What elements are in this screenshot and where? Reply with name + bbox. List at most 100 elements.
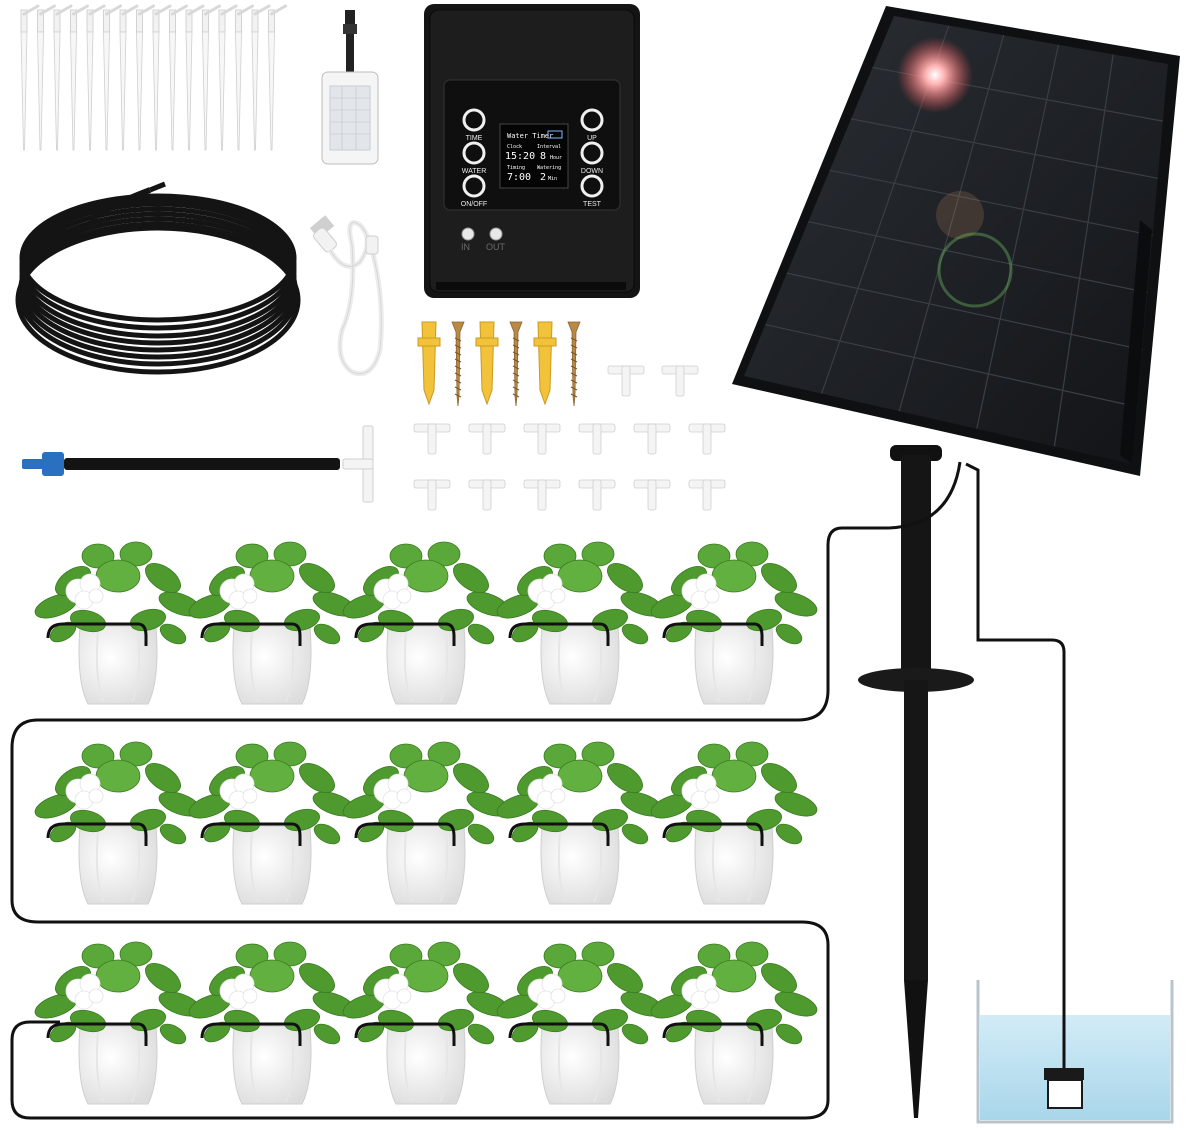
potted-plant bbox=[184, 540, 360, 706]
drip-stake bbox=[118, 4, 139, 152]
screw-thread bbox=[454, 365, 462, 370]
drip-stake bbox=[69, 4, 89, 152]
screw bbox=[451, 321, 465, 407]
drip-stake bbox=[102, 4, 122, 152]
wall-anchor bbox=[537, 321, 553, 406]
usb-cable-icon bbox=[309, 215, 384, 377]
plant-grid bbox=[30, 540, 822, 1106]
potted-plant bbox=[646, 940, 822, 1106]
screw-thread bbox=[570, 393, 578, 398]
potted-plant bbox=[338, 940, 514, 1106]
screw-thread bbox=[454, 372, 462, 377]
wall-anchors-and-screws bbox=[417, 321, 581, 407]
potted-plant bbox=[492, 940, 668, 1106]
port-out bbox=[489, 227, 503, 241]
controller-button-label: DOWN bbox=[581, 168, 603, 175]
solar-cell-divider bbox=[976, 44, 1059, 429]
controller-button-label: TEST bbox=[583, 201, 602, 208]
drip-stake bbox=[135, 4, 155, 152]
controller-button bbox=[462, 141, 486, 165]
drip-stake bbox=[151, 4, 172, 152]
controller-button bbox=[462, 174, 486, 198]
solar-cell-divider bbox=[786, 272, 1143, 351]
drip-stake bbox=[184, 4, 205, 152]
lcd-clock-label: Clock bbox=[507, 144, 522, 150]
drip-stake bbox=[267, 4, 287, 152]
screw-thread bbox=[512, 344, 520, 349]
lcd-interval-label: Interval bbox=[537, 144, 561, 150]
port-out-label: OUT bbox=[486, 242, 506, 252]
tee-connector bbox=[468, 479, 506, 511]
screw-thread bbox=[570, 379, 578, 384]
controller-button-label: ON/OFF bbox=[461, 201, 487, 208]
lcd-watering-unit: Min bbox=[548, 176, 557, 182]
screw-thread bbox=[512, 337, 520, 342]
screw-thread bbox=[454, 379, 462, 384]
screw-thread bbox=[512, 351, 520, 356]
wall-anchor-wing bbox=[475, 337, 499, 347]
tee-connector bbox=[523, 479, 561, 511]
screw-thread bbox=[512, 358, 520, 363]
screw-thread bbox=[512, 372, 520, 377]
screw-thread bbox=[570, 337, 578, 342]
controller-button bbox=[462, 108, 486, 132]
drip-stake bbox=[217, 4, 238, 152]
drip-stake bbox=[19, 4, 40, 152]
screw-thread bbox=[454, 337, 462, 342]
potted-plant bbox=[492, 740, 668, 906]
water-tank-icon bbox=[976, 980, 1174, 1124]
solar-cell-divider bbox=[829, 169, 1153, 237]
drip-stake bbox=[36, 4, 56, 152]
screw-thread bbox=[454, 344, 462, 349]
screw-thread bbox=[570, 372, 578, 377]
tee-connector bbox=[468, 423, 506, 455]
ground-stake bbox=[858, 445, 974, 1118]
tee-connector bbox=[688, 423, 726, 455]
filter-icon bbox=[321, 10, 379, 165]
port-in bbox=[461, 227, 475, 241]
lcd-timing-label: Timing bbox=[507, 165, 525, 171]
drip-stake bbox=[52, 4, 73, 152]
screw-thread bbox=[512, 379, 520, 384]
screw-thread bbox=[454, 393, 462, 398]
wall-anchor-wing bbox=[417, 337, 441, 347]
lcd-timing-value: 7:00 bbox=[507, 172, 531, 183]
drip-stake bbox=[201, 4, 221, 152]
controller-button-label: TIME bbox=[466, 135, 483, 142]
tee-connector bbox=[578, 479, 616, 511]
drip-stake bbox=[85, 4, 106, 152]
screw-thread bbox=[570, 351, 578, 356]
controller-button-label: WATER bbox=[462, 168, 487, 175]
solar-cell-divider bbox=[898, 35, 1005, 412]
solar-panel-icon bbox=[732, 6, 1180, 476]
screw-thread bbox=[512, 393, 520, 398]
wall-anchor-wing bbox=[533, 337, 557, 347]
tee-connector bbox=[523, 423, 561, 455]
drip-stake bbox=[168, 4, 188, 152]
tee-connector bbox=[413, 423, 451, 455]
lcd-watering-value: 2 bbox=[540, 172, 546, 183]
tee-connector bbox=[661, 365, 699, 397]
lcd-interval-unit: Hour bbox=[550, 155, 562, 161]
potted-plant bbox=[338, 540, 514, 706]
screw-thread bbox=[454, 386, 462, 391]
dripper-assembly bbox=[22, 425, 374, 503]
tee-connector bbox=[578, 423, 616, 455]
screw-thread bbox=[454, 358, 462, 363]
screw-thread bbox=[570, 365, 578, 370]
potted-plant bbox=[646, 540, 822, 706]
lcd-watering-label: Watering bbox=[537, 165, 561, 171]
port-in-label: IN bbox=[461, 242, 470, 252]
drip-stakes bbox=[19, 4, 287, 152]
potted-plant bbox=[492, 540, 668, 706]
controller-button bbox=[580, 141, 604, 165]
screw-thread bbox=[570, 386, 578, 391]
feed-tubing bbox=[10, 461, 1066, 1120]
lcd-screen bbox=[499, 123, 569, 189]
solar-cell-divider bbox=[765, 323, 1138, 408]
controller-button-label: UP bbox=[587, 135, 597, 142]
tee-connector bbox=[633, 479, 671, 511]
potted-plant bbox=[184, 940, 360, 1106]
